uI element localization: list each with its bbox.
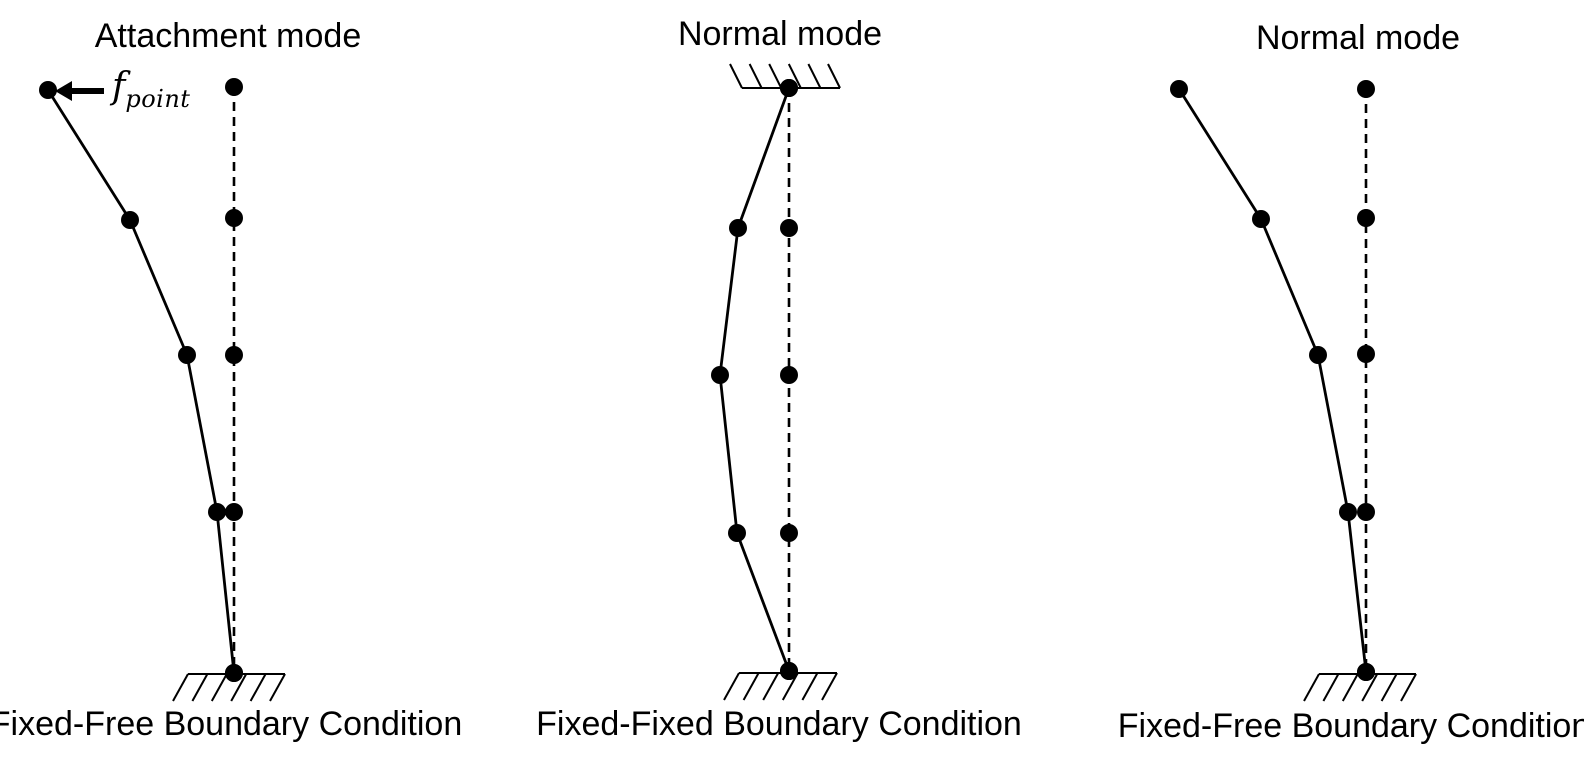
reference-node-dot	[1357, 345, 1375, 363]
support-hatch-mark	[807, 63, 822, 89]
support-hatch-mark	[723, 672, 740, 701]
mode-node-dot	[178, 346, 196, 364]
mode-node-dot	[121, 211, 139, 229]
support-hatch-mark	[1341, 673, 1359, 702]
support-hatch-mark	[1380, 673, 1398, 702]
support-hatch-mark	[821, 672, 838, 701]
force-arrow-head	[55, 81, 72, 101]
support-hatch-mark	[249, 673, 267, 702]
support-hatch-mark	[191, 673, 209, 702]
mode-node-dot	[1357, 663, 1375, 681]
support-hatch-mark	[1361, 673, 1379, 702]
mode-node-dot	[208, 503, 226, 521]
panel-title-normal-mode-fixed-fixed: Normal mode	[677, 15, 883, 53]
caption-fixed-free-right: Fixed-Free Boundary Condition	[1117, 707, 1584, 745]
reference-node-dot	[225, 346, 243, 364]
reference-node-dot	[780, 366, 798, 384]
mode-node-dot	[1170, 80, 1188, 98]
reference-node-dot	[225, 209, 243, 227]
support-hatch-mark	[269, 673, 286, 702]
panel-title-normal-mode-fixed-free: Normal mode	[1255, 19, 1461, 57]
support-hatch-mark	[827, 63, 841, 89]
mode-shape-line	[46, 89, 236, 674]
support-hatch-mark	[210, 673, 228, 702]
support-hatch-mark	[768, 63, 783, 89]
support-hatch-mark	[762, 672, 780, 701]
reference-node-dot	[225, 503, 243, 521]
support-hatch-mark	[801, 672, 819, 701]
panel-title-attachment-mode: Attachment mode	[94, 17, 362, 55]
reference-node-dot	[780, 524, 798, 542]
support-hatch-mark	[230, 673, 248, 702]
mode-shape-line	[1177, 88, 1368, 673]
caption-fixed-free-left: Fixed-Free Boundary Condition	[0, 705, 463, 743]
support-hatch-mark	[1303, 673, 1320, 702]
mode-node-dot	[1309, 346, 1327, 364]
mode-node-dot	[1339, 503, 1357, 521]
support-hatch-mark	[781, 672, 799, 701]
reference-node-dot	[1357, 80, 1375, 98]
support-hatch-mark	[1400, 673, 1417, 702]
support-hatch-mark	[172, 673, 189, 702]
reference-node-dot	[1357, 503, 1375, 521]
support-hatch-mark	[742, 672, 760, 701]
support-hatch-mark	[729, 63, 743, 89]
caption-fixed-fixed: Fixed-Fixed Boundary Condition	[536, 705, 1022, 743]
mode-node-dot	[729, 219, 747, 237]
support-hatch-mark	[748, 63, 763, 89]
force-symbol: f	[112, 66, 126, 107]
mode-node-dot	[39, 81, 57, 99]
force-point-label: fpoint	[112, 66, 190, 113]
mode-node-dot	[780, 662, 798, 680]
support-hatch-mark	[787, 63, 802, 89]
mode-node-dot	[1252, 210, 1270, 228]
reference-node-dot	[1357, 209, 1375, 227]
reference-node-dot	[225, 78, 243, 96]
support-hatch-mark	[1322, 673, 1340, 702]
mode-shape-line	[718, 87, 791, 672]
mode-node-dot	[728, 524, 746, 542]
reference-node-dot	[780, 219, 798, 237]
force-subscript: point	[125, 85, 191, 113]
mode-node-dot	[711, 366, 729, 384]
